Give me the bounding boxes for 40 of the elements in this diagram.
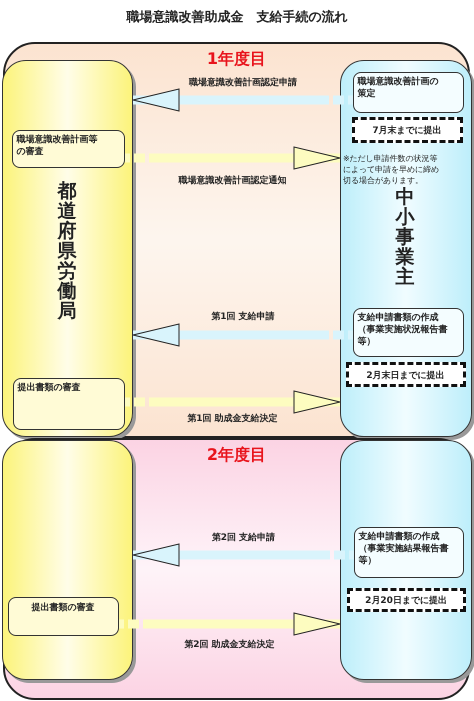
box-text: 職場意識改善計画の策定 <box>358 76 440 100</box>
block-arrow <box>125 146 340 170</box>
deadline-box <box>346 362 466 386</box>
edge-label: 職場意識改善計画認定通知 <box>177 176 288 187</box>
box-text: 支給申請書類の作成（事業実施状況報告書等） <box>358 312 448 348</box>
box-text: 7月末までに提出 <box>371 124 443 136</box>
year-heading: 1年度目 <box>206 50 268 68</box>
box-text: 2月末日までに提出 <box>365 370 446 382</box>
block-arrow <box>119 612 340 636</box>
edge-label: 第2回 支給申請 <box>210 533 276 544</box>
year-heading: 2年度目 <box>206 446 268 464</box>
office-column <box>2 440 133 680</box>
process-box <box>352 72 464 112</box>
deadline-box <box>352 116 462 142</box>
employer-column <box>340 440 472 680</box>
block-arrow <box>125 390 340 414</box>
block-arrow <box>132 88 353 112</box>
office-column <box>2 60 133 437</box>
deadline-box <box>346 588 466 612</box>
box-text: 職場意識改善計画等の審査 <box>16 134 98 158</box>
process-box <box>12 130 124 168</box>
edge-label: 第2回 助成金支給決定 <box>183 640 276 651</box>
box-text: 提出書類の審査 <box>30 602 96 614</box>
block-arrow <box>132 324 353 346</box>
block-arrow <box>132 544 354 566</box>
note-text: ※ただし申請件数の状況等によって申請を早めに締め切る場合があります。 <box>343 153 440 186</box>
employer-column <box>340 60 472 437</box>
box-text: 中小事業主 <box>394 187 416 287</box>
edge-label: 職場意識改善計画認定申請 <box>188 78 298 89</box>
process-box <box>352 308 464 356</box>
box-text: 都道府県労働局 <box>56 181 78 321</box>
box-text: 2月20日までに提出 <box>364 594 448 606</box>
process-box <box>8 596 118 636</box>
title: 職場意識改善助成金 支給手続の流れ <box>125 8 348 26</box>
box-text: 提出書類の審査 <box>18 382 82 394</box>
process-box <box>354 526 464 578</box>
edge-label: 第1回 助成金支給決定 <box>186 414 279 425</box>
box-text: 支給申請書類の作成（事業実施結果報告書等） <box>358 530 450 566</box>
process-box <box>12 378 124 430</box>
edge-label: 第1回 支給申請 <box>210 312 276 323</box>
